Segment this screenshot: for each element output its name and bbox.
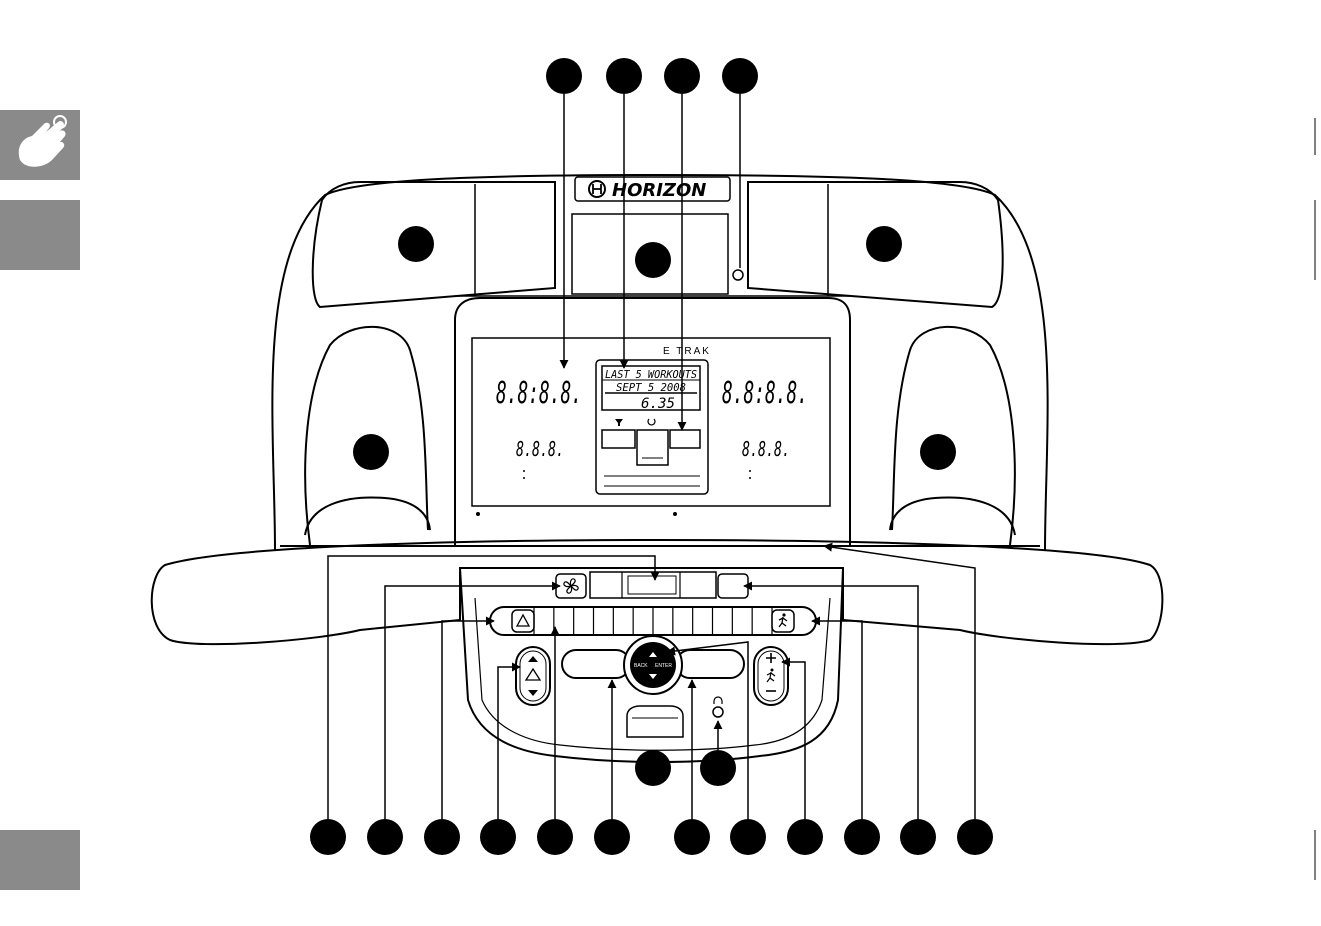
- callout-bottom-8: [730, 819, 766, 855]
- callout-left-grip: [353, 434, 389, 470]
- right-sub-readout: 8.8.8.: [742, 437, 790, 461]
- quick-key-9[interactable]: [694, 609, 712, 633]
- speed-plus-icon: [766, 653, 776, 663]
- callout-center-tray: [635, 242, 671, 278]
- lcd-key-right[interactable]: [670, 430, 700, 448]
- lcd-key-center[interactable]: [637, 430, 668, 465]
- lcd-line-3: 6.35: [641, 396, 675, 412]
- incline-icon: [517, 615, 529, 626]
- right-top-button[interactable]: [718, 574, 748, 598]
- incline-rocker[interactable]: [516, 647, 550, 705]
- callout-top-3: [664, 58, 700, 94]
- quick-key-12[interactable]: [753, 609, 771, 633]
- headphone-jack[interactable]: [713, 707, 723, 717]
- callout-right-panel: [866, 226, 902, 262]
- nav-back-label: BACK: [634, 663, 648, 669]
- incline-quick-button[interactable]: [512, 610, 534, 632]
- callout-left-panel: [398, 226, 434, 262]
- quick-key-11[interactable]: [733, 609, 751, 633]
- quick-key-center[interactable]: [628, 576, 676, 594]
- right-colon-dot-b: [749, 477, 751, 479]
- callout-bottom-1: [310, 819, 346, 855]
- quick-key-row: [534, 607, 772, 635]
- callout-bottom-2: [367, 819, 403, 855]
- lcd-line-1: LAST 5 WORKOUTS: [605, 368, 697, 381]
- nav-enter-label: ENTER: [655, 663, 672, 669]
- right-grip-base: [890, 497, 1015, 535]
- quick-key-3[interactable]: [575, 609, 593, 633]
- runner-icon: [779, 613, 787, 627]
- leader-bottom-10: [812, 621, 862, 819]
- right-grip: [892, 327, 1015, 545]
- incline-down-arrow-icon: [528, 690, 538, 696]
- left-sub-readout: 8.8.8.: [516, 437, 564, 461]
- quick-key-6[interactable]: [634, 609, 652, 633]
- brand-name: HORIZON: [612, 180, 706, 201]
- side-tab-2: [0, 200, 80, 270]
- left-grip-base: [305, 497, 430, 535]
- bezel-marker-left: [476, 512, 480, 516]
- callout-bottom-12: [957, 819, 993, 855]
- display-bezel: [455, 298, 850, 545]
- incline-rocker-symbol-icon: [526, 669, 540, 680]
- accessory-tray: [627, 706, 683, 737]
- callout-bottom-6: [594, 819, 630, 855]
- right-function-button[interactable]: [676, 650, 744, 678]
- callout-bottom-10: [844, 819, 880, 855]
- speed-quick-button[interactable]: [772, 610, 794, 632]
- quick-key-10[interactable]: [714, 609, 732, 633]
- callout-bottom-11: [900, 819, 936, 855]
- quick-key-7[interactable]: [654, 609, 672, 633]
- wireless-port: [733, 270, 743, 280]
- leader-bottom-12: [824, 546, 975, 819]
- quick-key-1[interactable]: [535, 609, 553, 633]
- callout-top-2: [606, 58, 642, 94]
- left-colon-dot-a: [523, 470, 525, 472]
- fan-icon: [564, 579, 578, 593]
- leader-bottom-1: [328, 556, 655, 819]
- quick-key-2[interactable]: [555, 609, 573, 633]
- callout-bottom-row: [310, 819, 993, 855]
- callout-headphone: [700, 750, 736, 786]
- right-colon-dot-a: [749, 470, 751, 472]
- leader-bottom-3: [442, 621, 494, 819]
- callout-top-4: [722, 58, 758, 94]
- right-time-readout: 8.8:8.8.: [722, 376, 808, 411]
- callout-top-1: [546, 58, 582, 94]
- quick-key-8[interactable]: [674, 609, 692, 633]
- lcd-key-left[interactable]: [602, 430, 635, 448]
- callout-bottom-3: [424, 819, 460, 855]
- incline-up-arrow-icon: [528, 656, 538, 662]
- filter-icon: [615, 419, 623, 426]
- bezel-marker-right: [673, 512, 677, 516]
- main-display: [472, 338, 830, 506]
- callout-bottom-4: [480, 819, 516, 855]
- left-function-button[interactable]: [562, 650, 630, 678]
- quick-key-4[interactable]: [595, 609, 613, 633]
- leader-bottom-9: [782, 662, 805, 819]
- quick-key-5[interactable]: [614, 609, 632, 633]
- callout-bottom-7: [674, 819, 710, 855]
- side-tab-hand: [0, 110, 80, 180]
- callout-right-grip: [920, 434, 956, 470]
- callout-bottom-9: [787, 819, 823, 855]
- display-brand: E TRAK: [663, 346, 711, 357]
- callout-bottom-5: [537, 819, 573, 855]
- power-icon: [648, 419, 655, 425]
- side-tab-3: [0, 830, 80, 890]
- headphone-icon: [714, 697, 722, 704]
- left-colon-dot-b: [523, 477, 525, 479]
- callout-tray: [635, 750, 671, 786]
- speed-rocker-runner-icon: [767, 669, 775, 683]
- lcd-line-2: SEPT 5 2008: [616, 381, 686, 394]
- left-time-readout: 8.8:8.8.: [496, 376, 582, 411]
